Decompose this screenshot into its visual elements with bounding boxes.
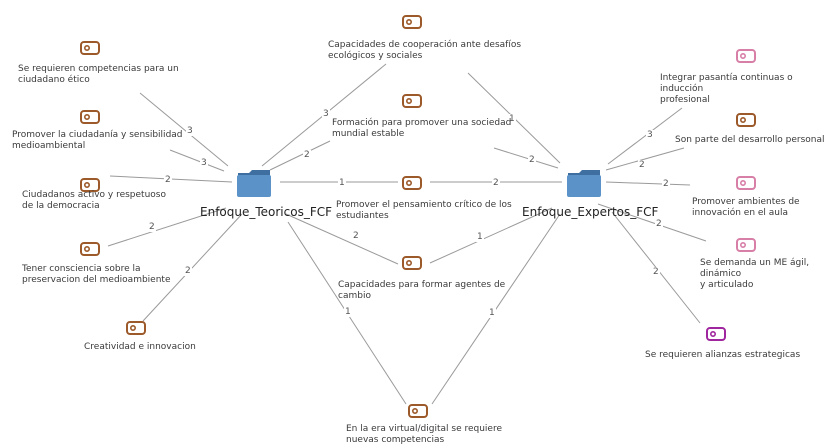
edge-weight-expertos-agentes: 1: [476, 232, 484, 242]
edge-weight-teoricos-cooperacion: 3: [322, 109, 330, 119]
code-label-personal[interactable]: Son parte del desarrollo personal: [675, 135, 825, 145]
edge-weight-teoricos-critico: 1: [338, 178, 346, 188]
code-icon[interactable]: [706, 326, 726, 341]
code-icon[interactable]: [80, 40, 100, 55]
edge-teoricos-creatividad: [142, 213, 243, 322]
edge-teoricos-preservacion: [107, 207, 227, 247]
code-label-critico[interactable]: Promover el pensamiento crítico de los e…: [336, 200, 512, 221]
edge-weight-teoricos-etico: 3: [186, 126, 194, 136]
code-icon[interactable]: [80, 177, 100, 192]
edge-weight-expertos-critico: 2: [492, 178, 500, 188]
edge-weight-expertos-virtual: 1: [488, 308, 496, 318]
folder-icon[interactable]: [566, 168, 602, 198]
edge-expertos-personal: [605, 147, 685, 171]
code-icon[interactable]: [80, 241, 100, 256]
code-label-formacion[interactable]: Formación para promover una sociedad mun…: [332, 118, 512, 139]
edge-expertos-ambientes: [605, 181, 691, 186]
edge-weight-expertos-alianzas: 2: [652, 267, 660, 277]
code-label-democracia[interactable]: Ciudadanos activo y respetuoso de la dem…: [22, 190, 166, 211]
code-label-agentes[interactable]: Capacidades para formar agentes de cambi…: [338, 280, 506, 301]
code-label-etico[interactable]: Se requieren competencias para un ciudad…: [18, 64, 179, 85]
hub-label-teoricos[interactable]: Enfoque_Teoricos_FCF: [200, 205, 333, 219]
edge-weight-teoricos-formacion: 2: [303, 150, 311, 160]
edge-expertos-virtual: [431, 213, 561, 405]
code-icon[interactable]: [126, 320, 146, 335]
code-label-virtual[interactable]: En la era virtual/digital se requiere nu…: [346, 424, 503, 445]
code-icon[interactable]: [408, 403, 428, 418]
edge-weight-expertos-formacion: 2: [528, 155, 536, 165]
edge-teoricos-agentes: [285, 213, 399, 265]
edge-teoricos-formacion: [269, 140, 331, 171]
edge-weight-teoricos-creatividad: 2: [184, 266, 192, 276]
code-icon[interactable]: [736, 48, 756, 63]
edge-teoricos-ambiental: [169, 149, 225, 172]
edge-weight-teoricos-preservacion: 2: [148, 222, 156, 232]
edge-weight-teoricos-ambiental: 3: [200, 158, 208, 168]
code-label-preservacion[interactable]: Tener consciencia sobre la preservacion …: [22, 264, 171, 285]
code-icon[interactable]: [402, 14, 422, 29]
code-icon[interactable]: [80, 109, 100, 124]
code-label-ambiental[interactable]: Promover la ciudadanía y sensibilidad me…: [12, 130, 183, 151]
folder-icon[interactable]: [236, 168, 272, 198]
code-icon[interactable]: [736, 112, 756, 127]
edge-weight-teoricos-virtual: 1: [344, 307, 352, 317]
edge-expertos-formacion: [493, 147, 559, 169]
code-label-creatividad[interactable]: Creatividad e innovacion: [84, 342, 196, 352]
code-icon[interactable]: [402, 93, 422, 108]
edge-weight-expertos-pasantia: 3: [646, 130, 654, 140]
edge-expertos-agentes: [429, 207, 553, 264]
code-label-pasantia[interactable]: Integrar pasantía continuas o inducción …: [660, 73, 793, 105]
code-icon[interactable]: [402, 255, 422, 270]
edge-expertos-agil: [597, 203, 707, 242]
edge-weight-expertos-agil: 2: [655, 219, 663, 229]
edge-weight-teoricos-agentes: 2: [352, 231, 360, 241]
code-label-agil[interactable]: Se demanda un ME ágil, dinámico y articu…: [700, 258, 810, 290]
code-icon[interactable]: [736, 237, 756, 252]
edge-weight-expertos-personal: 2: [638, 160, 646, 170]
code-label-cooperacion[interactable]: Capacidades de cooperación ante desafíos…: [328, 40, 522, 61]
edge-expertos-pasantia: [607, 107, 683, 165]
code-label-ambientes[interactable]: Promover ambientes de innovación en el a…: [692, 197, 800, 218]
code-label-alianzas[interactable]: Se requieren alianzas estrategicas: [645, 350, 801, 360]
code-icon[interactable]: [736, 175, 756, 190]
edge-weight-expertos-cooperacion: 1: [508, 114, 516, 124]
edge-teoricos-etico: [139, 92, 229, 167]
edge-weight-teoricos-democracia: 2: [164, 175, 172, 185]
hub-label-expertos[interactable]: Enfoque_Expertos_FCF: [522, 205, 659, 219]
edge-weight-expertos-ambientes: 2: [662, 179, 670, 189]
code-icon[interactable]: [402, 175, 422, 190]
